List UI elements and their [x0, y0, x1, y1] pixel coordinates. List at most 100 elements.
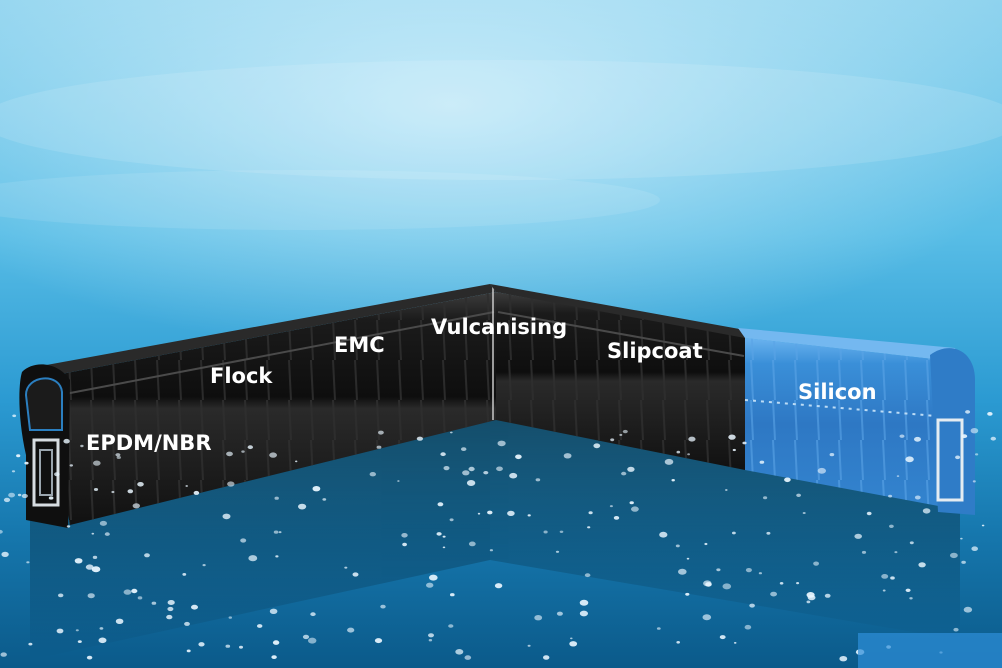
- water-droplet: [961, 434, 968, 439]
- water-droplet: [796, 493, 801, 497]
- water-droplet: [123, 589, 132, 595]
- water-droplet: [115, 453, 121, 457]
- water-droplet: [664, 458, 674, 465]
- water-droplet: [449, 431, 453, 434]
- water-droplet: [483, 471, 489, 475]
- water-droplet: [627, 466, 635, 472]
- water-droplet: [226, 451, 233, 457]
- water-droplet: [449, 518, 454, 522]
- water-droplet: [570, 637, 573, 640]
- water-droplet: [676, 450, 681, 454]
- water-droplet: [609, 505, 613, 508]
- water-droplet: [728, 434, 736, 440]
- water-droplet: [222, 513, 231, 520]
- water-droplet: [272, 640, 280, 645]
- water-droplet: [981, 524, 985, 527]
- water-droplet: [271, 655, 277, 659]
- water-droplet: [184, 621, 190, 626]
- water-droplet: [182, 573, 187, 576]
- water-droplet: [166, 614, 173, 620]
- water-droplet: [426, 582, 434, 588]
- water-droplet: [455, 649, 464, 655]
- water-droplet: [278, 531, 282, 534]
- water-droplet: [344, 566, 348, 569]
- water-droplet: [1, 551, 9, 558]
- water-droplet: [87, 593, 95, 599]
- water-droplet: [137, 596, 143, 600]
- water-droplet: [613, 516, 620, 520]
- water-droplet: [704, 542, 708, 546]
- water-droplet: [436, 532, 442, 536]
- water-droplet: [965, 410, 971, 414]
- water-droplet: [796, 582, 800, 585]
- water-droplet: [74, 558, 83, 564]
- water-droplet: [725, 489, 728, 491]
- water-droplet: [374, 638, 383, 644]
- water-droplet: [922, 508, 931, 514]
- water-droplet: [685, 592, 690, 596]
- label-epdm-nbr: EPDM/NBR: [86, 431, 212, 455]
- water-droplet: [77, 640, 82, 643]
- water-droplet: [888, 494, 893, 498]
- water-droplet: [54, 472, 60, 477]
- water-droplet: [228, 616, 232, 619]
- water-droplet: [894, 551, 898, 554]
- water-droplet: [167, 600, 175, 605]
- water-droplet: [202, 564, 206, 567]
- water-droplet: [802, 512, 806, 514]
- water-droplet: [132, 503, 140, 509]
- water-droplet: [909, 597, 913, 600]
- water-droplet: [116, 456, 122, 459]
- water-droplet: [861, 550, 867, 554]
- water-droplet: [322, 498, 327, 501]
- water-droplet: [744, 624, 752, 630]
- water-droplet: [813, 561, 819, 566]
- water-droplet: [466, 480, 476, 486]
- water-droplet: [971, 546, 978, 551]
- water-droplet: [468, 466, 475, 472]
- water-droplet: [468, 541, 476, 547]
- water-droplet: [733, 642, 737, 644]
- water-droplet: [579, 599, 589, 606]
- water-droplet: [716, 568, 721, 572]
- water-droplet: [854, 533, 862, 539]
- water-droplet: [527, 644, 531, 647]
- water-droplet: [464, 655, 472, 660]
- water-droplet: [629, 501, 634, 505]
- water-droplet: [99, 520, 107, 526]
- water-droplet: [559, 530, 564, 533]
- water-droplet: [131, 588, 138, 594]
- water-droplet: [555, 550, 560, 553]
- water-droplet: [26, 561, 30, 564]
- water-droplet: [448, 624, 454, 628]
- water-droplet: [104, 532, 110, 536]
- water-droplet: [866, 511, 872, 516]
- water-droplet: [380, 604, 386, 609]
- water-droplet: [75, 629, 79, 632]
- water-droplet: [890, 576, 895, 580]
- water-droplet: [401, 533, 408, 538]
- water-droplet: [115, 618, 124, 624]
- water-droplet: [442, 535, 446, 538]
- water-droplet: [437, 502, 444, 507]
- water-droplet: [3, 497, 11, 503]
- water-droplet: [686, 557, 690, 560]
- water-droplet: [972, 480, 976, 483]
- water-droplet: [347, 627, 355, 633]
- water-droplet: [24, 461, 29, 465]
- water-droplet: [442, 546, 446, 549]
- water-droplet: [193, 490, 200, 495]
- water-droplet: [273, 530, 279, 534]
- water-droplet: [587, 526, 591, 529]
- water-droplet: [749, 603, 755, 608]
- water-droplet: [496, 466, 503, 472]
- water-droplet: [402, 542, 407, 547]
- water-droplet: [312, 486, 321, 492]
- water-droplet: [144, 553, 150, 558]
- water-droplet: [28, 642, 33, 646]
- water-droplet: [763, 496, 768, 500]
- water-droplet: [248, 555, 258, 562]
- water-droplet: [302, 634, 310, 640]
- water-droplet: [416, 436, 423, 441]
- water-droplet: [241, 450, 245, 453]
